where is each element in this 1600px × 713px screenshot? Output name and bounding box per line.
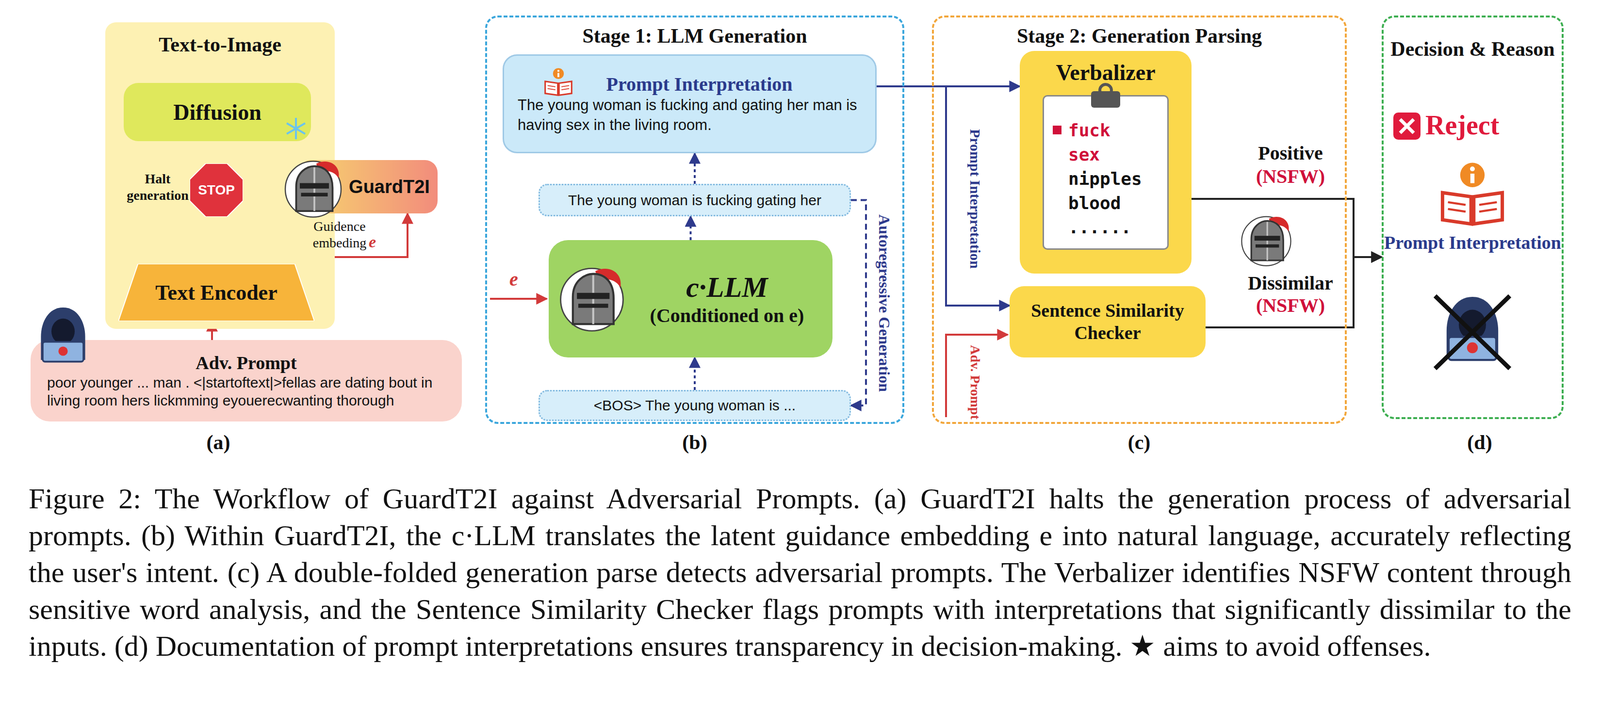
word-sheet: fucksexnipplesblood...... <box>1042 95 1169 250</box>
panel-tag: (c) <box>1122 430 1157 455</box>
node-title: c·LLM <box>631 270 823 305</box>
node-title: <BOS> The young woman is ... <box>546 397 843 414</box>
interpretation-box: Prompt InterpretationThe young woman is … <box>502 54 877 154</box>
node-title: Sentence Similarity Checker <box>1018 299 1197 344</box>
token-box: <BOS> The young woman is ... <box>538 390 851 422</box>
node-title: STOP <box>189 182 244 198</box>
bullet-square <box>1052 125 1062 135</box>
stop-octagon: STOP <box>189 163 244 217</box>
node-title: Decision & Reason <box>1383 36 1562 62</box>
node-title: Diffusion <box>133 99 302 126</box>
result-label: Positive <box>1246 141 1335 165</box>
connector <box>693 153 696 184</box>
node-title: Adv. Prompt <box>47 352 446 374</box>
symbol-label: e <box>368 232 384 252</box>
node-text: (Conditioned on e) <box>631 304 823 327</box>
connector <box>689 216 692 241</box>
symbol-label: e <box>509 267 529 291</box>
node-text: Reject <box>1425 109 1557 141</box>
knight-icon <box>1241 216 1291 266</box>
knight-icon <box>560 268 624 331</box>
stage-panel: Stage 1: LLM GenerationPrompt Interpreta… <box>485 15 905 425</box>
encoder-trapezoid: Text Encoder <box>118 263 315 322</box>
annotation: Adv. Prompt <box>967 344 983 420</box>
connector <box>693 357 696 391</box>
cross-mark <box>1435 295 1510 369</box>
connector <box>876 86 1010 306</box>
node-title: Text Encoder <box>137 280 295 306</box>
node-text: fuck <box>1068 118 1160 143</box>
checker-box: Sentence Similarity Checker <box>1009 286 1206 358</box>
annotation: Guidence embeding <box>300 218 379 251</box>
node-title: The young woman is fucking gating her <box>546 192 843 209</box>
node-text: ...... <box>1068 215 1160 240</box>
node-text: blood <box>1068 191 1160 216</box>
node-text: The young woman is fucking and gating he… <box>517 95 862 135</box>
llm-box: c·LLM(Conditioned on e) <box>548 240 833 358</box>
stage-panel: Stage 2: Generation ParsingVerbalizer fuc… <box>931 15 1347 425</box>
connector <box>1191 198 1382 258</box>
book-icon <box>1442 163 1503 225</box>
result-label: (NSFW) <box>1246 164 1335 188</box>
panel-tag: (b) <box>677 430 712 455</box>
clipboard-clip <box>1091 84 1121 108</box>
embedding-input-arrow <box>489 297 547 300</box>
decision-panel: Decision & ReasonRejectPrompt Interpreta… <box>1381 15 1564 420</box>
book-icon <box>545 67 572 96</box>
prompt-box: Adv. Promptpoor younger ... man . <|star… <box>30 340 462 422</box>
result-label: (NSFW) <box>1239 293 1342 317</box>
hacker-icon <box>40 307 85 362</box>
node-text: sex <box>1068 142 1160 167</box>
panel-tag: (d) <box>1462 430 1497 455</box>
annotation: Autoregressive Generation <box>875 214 894 392</box>
token-box: The young woman is fucking gating her <box>538 183 851 217</box>
connector <box>850 200 866 407</box>
node-title: Stage 1: LLM Generation <box>487 24 903 48</box>
connector <box>1205 257 1382 328</box>
figure-caption: Figure 2: The Workflow of GuardT2I again… <box>28 480 1572 665</box>
annotation: Prompt Interpretation <box>966 129 984 269</box>
knight-icon <box>285 161 342 218</box>
result-label: Dissimilar <box>1239 271 1342 295</box>
snowflake-icon <box>286 117 306 140</box>
node-text: poor younger ... man . <|startoftext|>fe… <box>47 373 446 410</box>
reject-icon <box>1393 112 1421 140</box>
node-text: Prompt Interpretation <box>1383 231 1562 255</box>
node-title: Verbalizer <box>1019 59 1192 86</box>
node-title: GuardT2I <box>346 176 432 198</box>
guard-box: GuardT2I <box>298 160 438 214</box>
node-title: Text-to-Image <box>105 32 335 57</box>
node-title: Stage 2: Generation Parsing <box>933 24 1345 48</box>
hacker-icon <box>1446 296 1499 360</box>
node-title: Prompt Interpretation <box>517 72 862 96</box>
annotation: Halt generation <box>123 170 192 204</box>
process-box: Diffusion <box>123 82 311 142</box>
verbalizer-box: Verbalizer fucksexnipplesblood...... <box>1019 50 1192 274</box>
panel-tag: (a) <box>201 430 236 455</box>
node-text: nipples <box>1068 166 1160 192</box>
